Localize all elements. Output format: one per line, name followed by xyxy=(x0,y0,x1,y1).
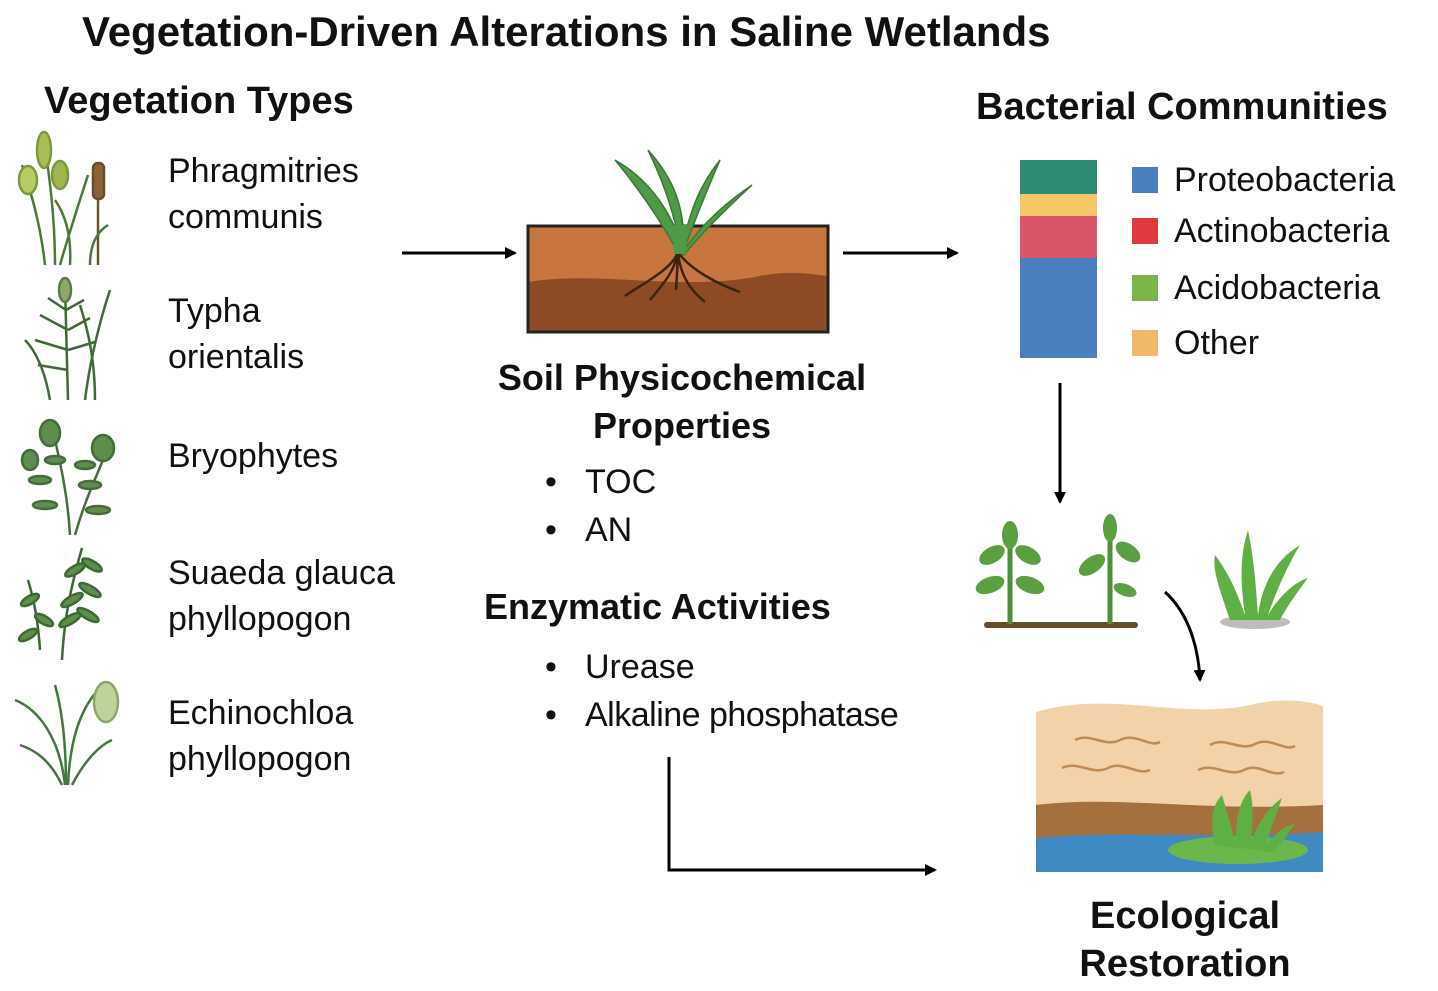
vegetation-label-1-line1: Phragmitries xyxy=(168,152,359,190)
reed-plant-icon xyxy=(17,130,109,266)
arrow-enzymes-to-restoration xyxy=(667,757,937,876)
moss-plant-icon xyxy=(20,418,116,536)
grass-plant-icon xyxy=(14,680,120,786)
ecological-restoration-label: Ecological Restoration xyxy=(1030,892,1340,988)
vegetation-label-5-line2: phyllopogon xyxy=(168,740,352,778)
grass-tuft-icon xyxy=(1214,530,1308,629)
enzymatic-activities-heading: Enzymatic Activities xyxy=(484,586,831,627)
vegetation-label-5-line1: Echinochloa xyxy=(168,694,354,732)
legend-swatch-other xyxy=(1132,330,1158,356)
soil-bullet-an-text: AN xyxy=(585,511,633,549)
legend-swatch-acidobacteria xyxy=(1132,275,1158,301)
restoration-line2: Restoration xyxy=(1079,943,1291,985)
legend-label-actinobacteria: Actinobacteria xyxy=(1174,211,1390,250)
legend-proteobacteria: Proteobacteria xyxy=(1132,160,1395,200)
seedlings-icon xyxy=(975,514,1141,628)
bacterial-communities-heading: Bacterial Communities xyxy=(976,86,1388,128)
vegetation-label-4: Suaeda glauca phyllopogon xyxy=(168,550,395,642)
soil-heading-line1: Soil Physicochemical xyxy=(497,357,867,398)
stack-actinobacteria xyxy=(1020,216,1097,258)
soil-bullet-an: •AN xyxy=(545,511,633,549)
legend-label-acidobacteria: Acidobacteria xyxy=(1174,268,1381,307)
legend-label-proteobacteria: Proteobacteria xyxy=(1174,160,1396,199)
enzyme-bullet-urease: •Urease xyxy=(545,648,695,686)
legend-label-other: Other xyxy=(1174,323,1260,362)
restoration-line1: Ecological xyxy=(1089,895,1281,937)
restored-wetland-icon xyxy=(1036,700,1323,872)
soil-profile-icon xyxy=(526,149,830,334)
soil-heading-line2: Properties xyxy=(592,405,772,446)
stack-other xyxy=(1020,194,1097,216)
legend-other: Other xyxy=(1132,323,1259,363)
vegetation-label-4-line2: phyllopogon xyxy=(168,600,352,638)
arrow-plants-to-restoration xyxy=(1163,590,1206,682)
legend-actinobacteria: Actinobacteria xyxy=(1132,211,1389,251)
legend-swatch-proteobacteria xyxy=(1132,167,1158,193)
vegetation-label-2: Typha orientalis xyxy=(168,288,304,380)
vegetation-label-5: Echinochloa phyllopogon xyxy=(168,690,353,782)
enzyme-bullet-phosphatase-text: Alkaline phosphatase xyxy=(585,696,899,734)
vegetation-types-heading: Vegetation Types xyxy=(44,80,354,122)
legend-swatch-actinobacteria xyxy=(1132,218,1158,244)
vegetation-label-2-line1: Typha xyxy=(168,292,261,330)
vegetation-label-1: Phragmitries communis xyxy=(168,148,359,240)
bacterial-stacked-bar xyxy=(1020,160,1097,358)
enzyme-bullet-urease-text: Urease xyxy=(585,648,695,686)
vegetation-label-3: Bryophytes xyxy=(168,433,338,479)
vegetation-label-3-line1: Bryophytes xyxy=(168,437,339,475)
vegetation-label-2-line2: orientalis xyxy=(168,338,305,376)
cattail-plant-icon xyxy=(24,276,112,401)
soil-properties-heading: Soil Physicochemical Properties xyxy=(462,354,902,450)
enzyme-bullet-phosphatase: •Alkaline phosphatase xyxy=(545,696,899,734)
vegetation-label-4-line1: Suaeda glauca xyxy=(168,554,395,592)
soil-bullet-toc-text: TOC xyxy=(585,463,657,501)
vegetation-label-1-line2: communis xyxy=(168,198,323,236)
suaeda-plant-icon xyxy=(17,547,103,661)
soil-bullet-toc: •TOC xyxy=(545,463,657,501)
legend-acidobacteria: Acidobacteria xyxy=(1132,268,1380,308)
stack-acidobacteria xyxy=(1020,160,1097,194)
diagram-title: Vegetation-Driven Alterations in Saline … xyxy=(82,8,1051,55)
stack-proteobacteria xyxy=(1020,258,1097,358)
